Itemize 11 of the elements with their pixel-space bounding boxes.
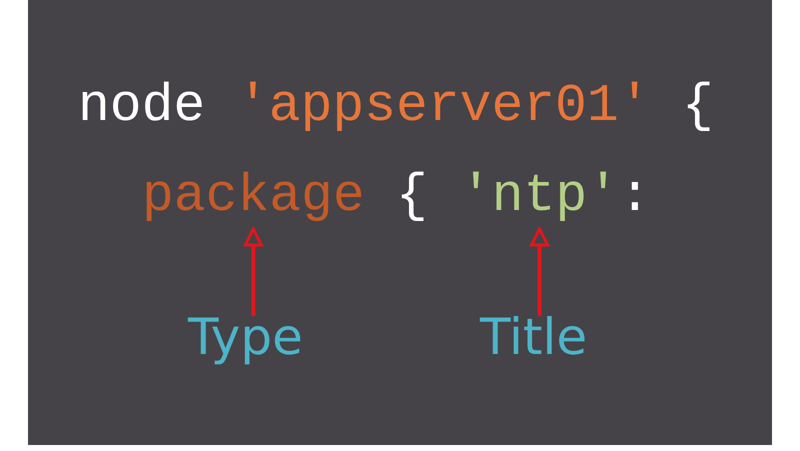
code-string: 'appserver01' (237, 80, 650, 133)
code-brace: { (396, 170, 428, 223)
annotation-label: Type (188, 312, 303, 362)
code-punctuation: : (619, 170, 651, 223)
code-keyword: node (78, 80, 206, 133)
code-keyword: package (142, 170, 365, 223)
arrow (244, 228, 263, 316)
code-string: 'ntp' (460, 170, 620, 223)
arrow (530, 228, 550, 316)
annotation-label: Title (480, 312, 588, 362)
code-brace: { (682, 80, 714, 133)
